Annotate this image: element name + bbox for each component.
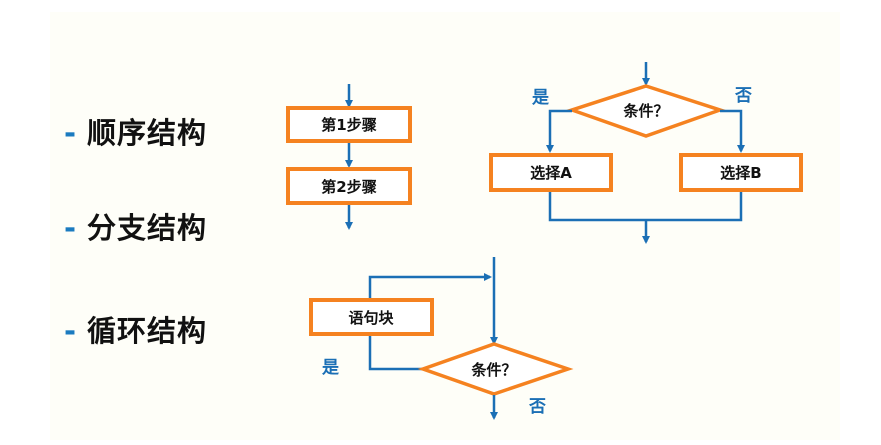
option-b-label: 选择B <box>720 164 761 182</box>
option-a-label: 选择A <box>530 164 572 182</box>
heading-label: 顺序结构 <box>87 116 208 150</box>
step-label-1: 第1步骤 <box>321 116 376 134</box>
yes-arrow <box>546 109 572 153</box>
block-label: 语句块 <box>348 309 394 327</box>
no-label: 否 <box>528 397 546 417</box>
branch-diagram: 条件？ 是 否 选择A 选择B <box>489 62 803 244</box>
step-box-2 <box>286 167 412 205</box>
condition-diamond <box>417 342 574 396</box>
loop-diagram: 语句块 是 条件？ 否 <box>309 257 574 420</box>
heading-branch: -分支结构 <box>64 205 207 247</box>
yes-line <box>368 336 423 371</box>
heading-sequence: -顺序结构 <box>64 110 207 152</box>
bullet-dash: - <box>64 314 78 348</box>
yes-label: 是 <box>322 358 339 378</box>
condition-label: 条件？ <box>470 361 516 379</box>
condition-diamond <box>566 84 726 138</box>
heading-label: 分支结构 <box>87 211 208 245</box>
sequence-diagram: 第1步骤 第2步骤 <box>286 84 412 230</box>
step-box-1 <box>286 106 412 143</box>
yes-label: 是 <box>532 88 549 108</box>
heading-label: 循环结构 <box>87 314 208 348</box>
loop-back-arrow <box>368 273 492 299</box>
condition-label: 条件？ <box>622 102 668 120</box>
bullet-dash: - <box>64 211 78 245</box>
bullet-dash: - <box>64 116 78 150</box>
option-a-box <box>489 153 613 192</box>
option-b-box <box>679 153 803 192</box>
merge-line <box>548 192 743 222</box>
step-label-2: 第2步骤 <box>321 178 376 196</box>
no-label: 否 <box>734 86 752 106</box>
no-arrow <box>720 109 745 153</box>
block-box <box>309 298 434 336</box>
heading-loop: -循环结构 <box>64 308 207 350</box>
